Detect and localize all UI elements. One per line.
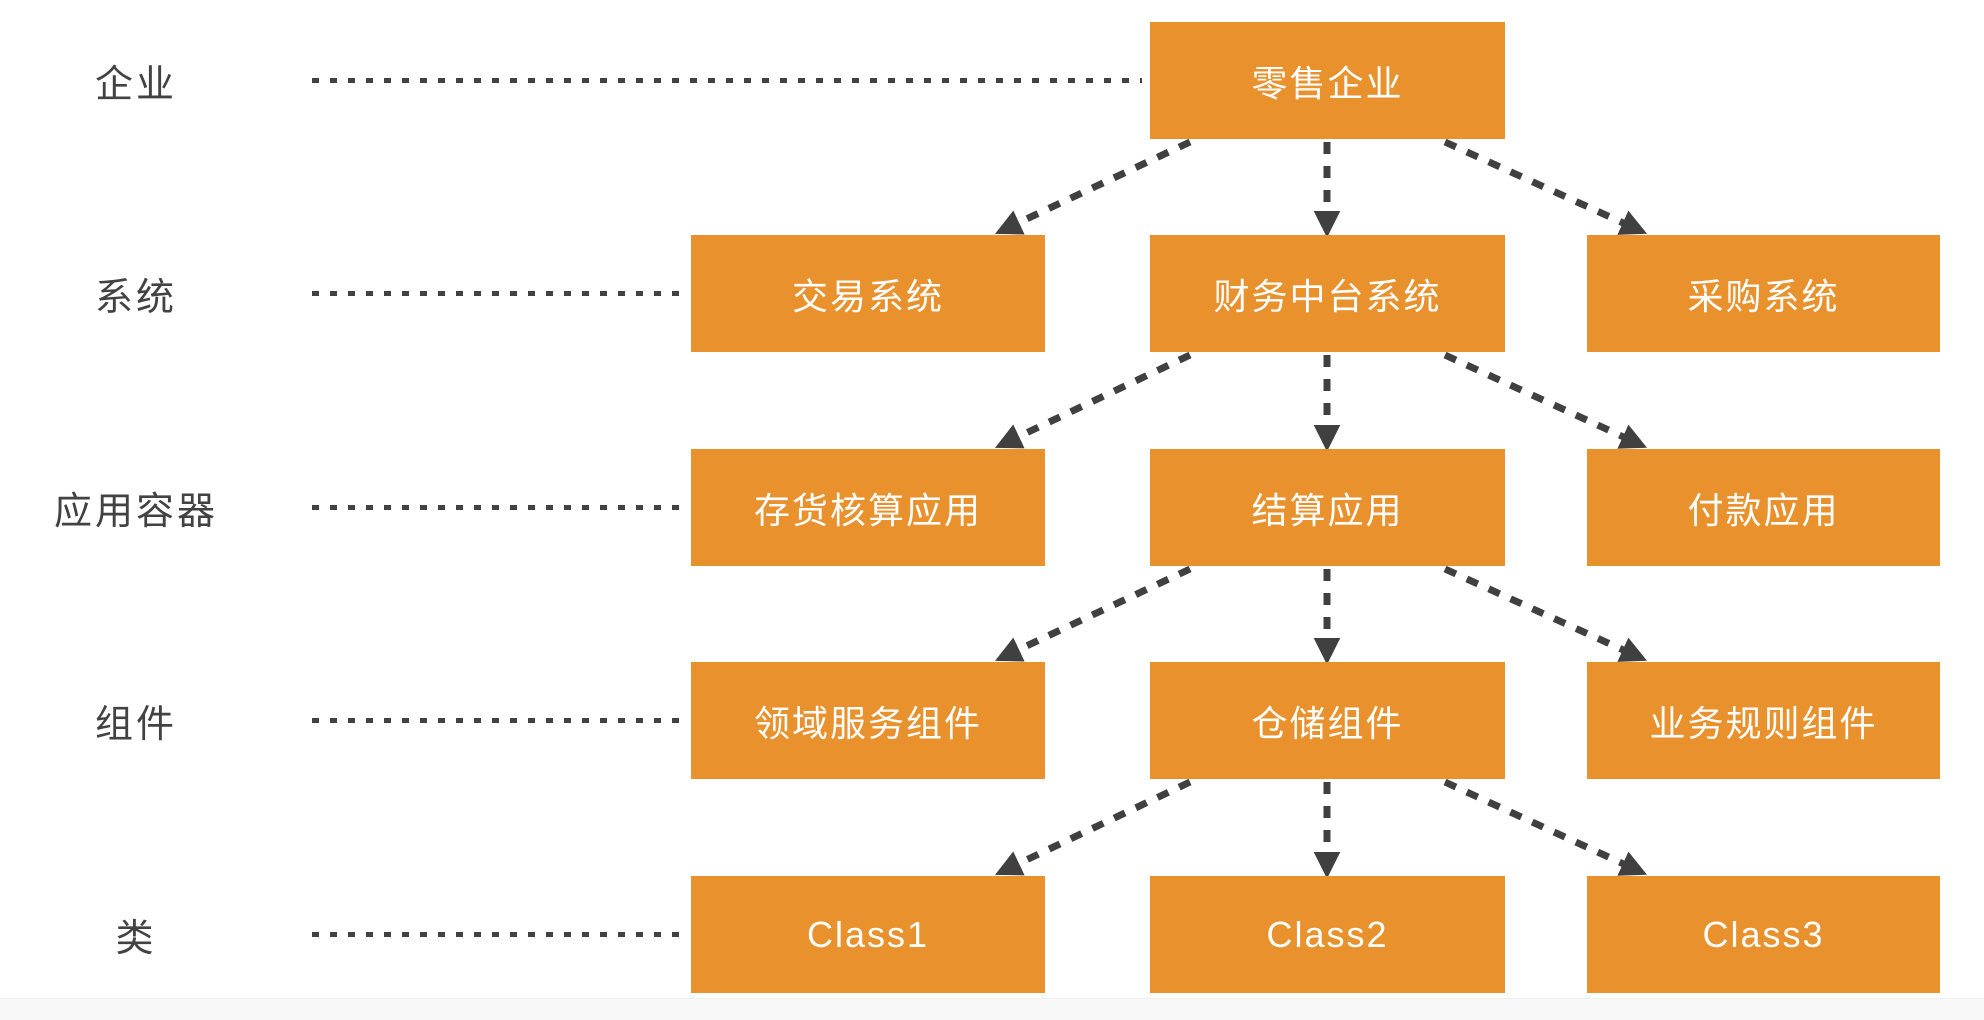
- node-domain-service-component: 领域服务组件: [691, 662, 1045, 779]
- arrow-settlement-to-business-rule: [1443, 565, 1648, 662]
- node-class3: Class3: [1587, 876, 1940, 993]
- arrow-repository-to-class1: [994, 778, 1192, 876]
- node-settlement-app: 结算应用: [1150, 449, 1505, 566]
- node-inventory-accounting-app: 存货核算应用: [691, 449, 1045, 566]
- node-retail-enterprise: 零售企业: [1150, 22, 1505, 139]
- node-procurement-system: 采购系统: [1587, 235, 1940, 352]
- arrow-settlement-to-domain-service: [994, 565, 1192, 662]
- node-finance-middle-platform-system: 财务中台系统: [1150, 235, 1505, 352]
- row-label-enterprise: 企业: [94, 64, 177, 106]
- row-label-class: 类: [115, 918, 157, 960]
- node-class2: Class2: [1150, 876, 1505, 993]
- row-label-system: 系统: [94, 277, 177, 319]
- arrow-enterprise-to-trading: [994, 138, 1192, 235]
- node-class1: Class1: [691, 876, 1045, 993]
- row-label-component: 组件: [94, 704, 177, 746]
- node-payment-app: 付款应用: [1587, 449, 1940, 566]
- arrow-finance-to-inventory: [994, 351, 1192, 449]
- node-trading-system: 交易系统: [691, 235, 1045, 352]
- arrow-enterprise-to-procurement: [1443, 138, 1648, 235]
- node-business-rule-component: 业务规则组件: [1587, 662, 1940, 779]
- row-label-application-container: 应用容器: [53, 491, 218, 533]
- arrow-repository-to-class3: [1443, 778, 1648, 876]
- footer-strip: [0, 998, 1984, 1020]
- arrow-finance-to-payment: [1443, 351, 1648, 449]
- node-repository-component: 仓储组件: [1150, 662, 1505, 779]
